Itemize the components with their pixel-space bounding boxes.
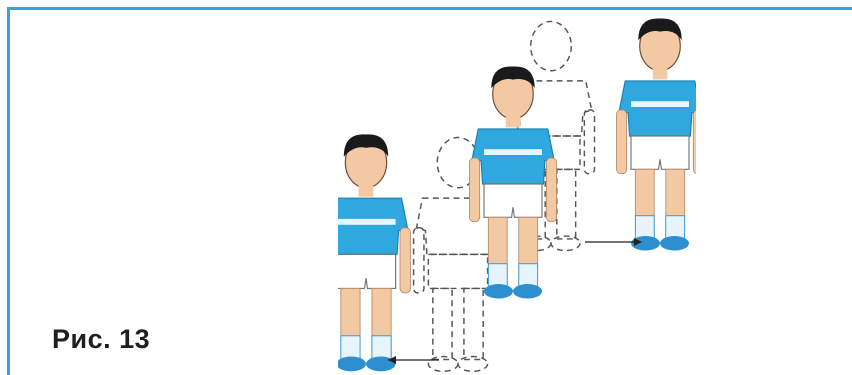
figure-caption: Рис. 13	[52, 324, 150, 355]
boy-figure-left	[338, 134, 410, 371]
arrow-right-icon	[388, 356, 439, 364]
boy-figure-right	[617, 18, 697, 250]
boy-figure-middle	[470, 66, 557, 298]
boys-illustration	[338, 18, 696, 375]
